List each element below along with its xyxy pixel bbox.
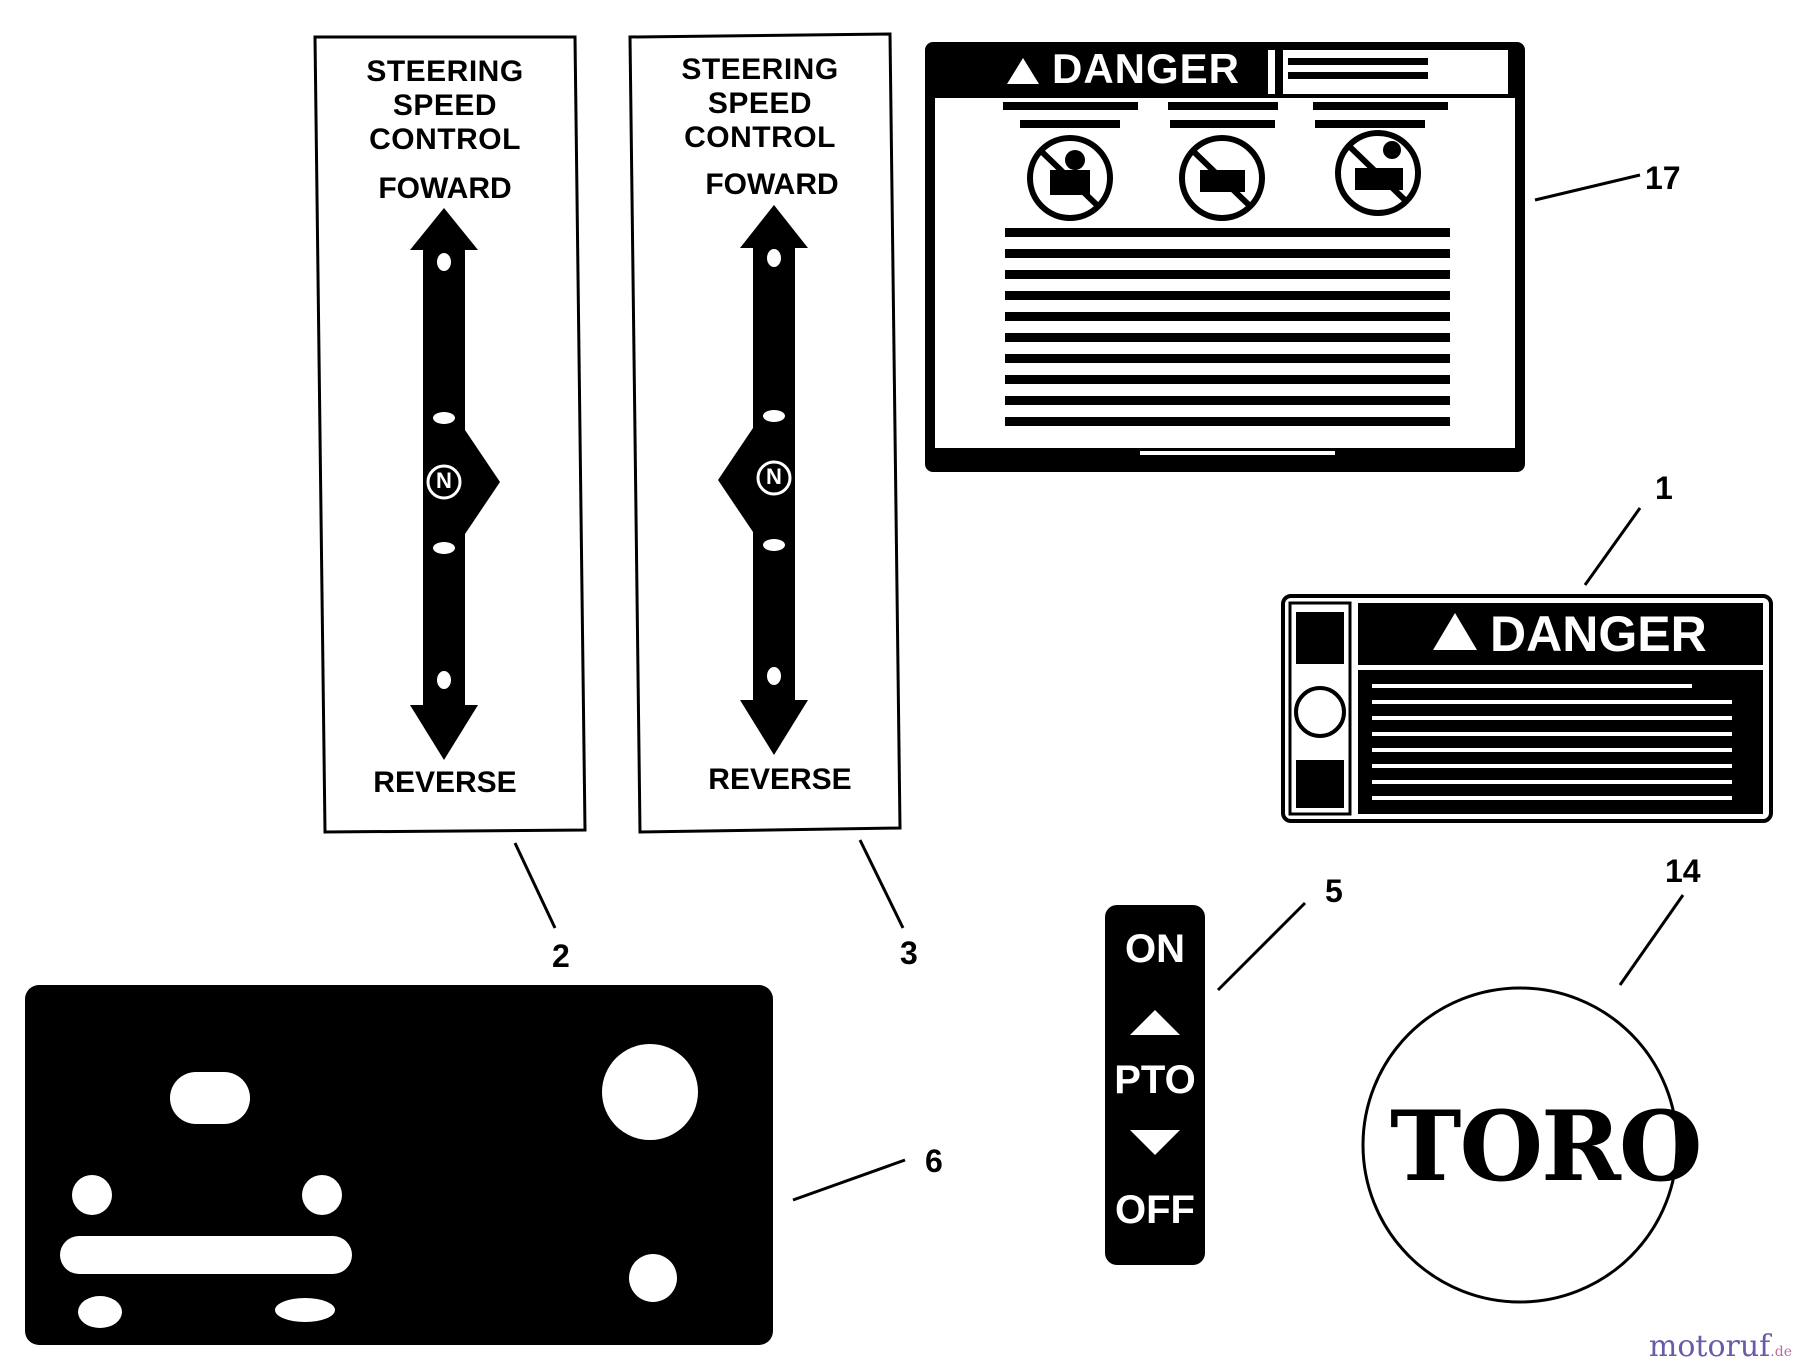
rabbit-icon: [767, 249, 781, 267]
leader-line-14: [1618, 894, 1685, 986]
steering-title: STEERING SPEED CONTROL: [660, 53, 860, 155]
watermark-main: motoruf: [1648, 1329, 1771, 1364]
reverse-label: REVERSE: [373, 766, 517, 799]
pointer-right-icon: [465, 430, 500, 534]
callout-17: 17: [1645, 160, 1681, 196]
steering-decal-left: [313, 35, 587, 834]
danger-header: DANGER: [1490, 606, 1707, 662]
neutral-label: N: [766, 464, 782, 489]
danger-decal-large: [925, 42, 1525, 472]
arrow-down-icon: [740, 700, 808, 755]
panel-decal: [25, 985, 773, 1345]
rabbit-icon: [437, 671, 451, 689]
arrow-up-icon: [1130, 1010, 1180, 1035]
leader-line-1: [1583, 507, 1642, 586]
warning-triangle-icon: [1433, 613, 1477, 650]
forward-label: FOWARD: [705, 168, 839, 201]
leader-line-2: [513, 842, 557, 929]
neutral-icon: [756, 460, 792, 496]
callout-3: 3: [900, 935, 918, 971]
foot-icon: [1296, 760, 1344, 808]
gauge-icon: [1294, 686, 1346, 738]
rabbit-icon: [437, 253, 451, 271]
callout-5: 5: [1325, 873, 1343, 909]
neutral-icon: [426, 464, 462, 500]
title-line: STEERING: [366, 55, 524, 88]
danger-header: DANGER: [1052, 45, 1241, 92]
turtle-icon: [763, 539, 785, 551]
callout-14: 14: [1665, 853, 1701, 889]
leader-line-17: [1534, 173, 1641, 202]
danger-text-lines: [1005, 228, 1450, 426]
warning-triangle-icon: [1007, 58, 1039, 84]
hand-icon: [1296, 612, 1344, 664]
callout-2: 2: [552, 938, 570, 974]
leader-line-3: [858, 839, 905, 929]
reverse-label: REVERSE: [708, 763, 852, 796]
throttle-slot: [60, 1236, 352, 1274]
title-line: STEERING: [681, 53, 839, 86]
steering-title: STEERING SPEED CONTROL: [345, 55, 545, 157]
turtle-icon: [275, 1298, 335, 1322]
turtle-icon: [433, 542, 455, 554]
no-tractor-icon: [1335, 130, 1421, 216]
watermark-suffix: .de: [1770, 1344, 1792, 1360]
no-mower-icon: [1179, 135, 1265, 221]
callout-1: 1: [1655, 470, 1673, 506]
neutral-label: N: [436, 468, 452, 493]
arrow-up-icon: [740, 205, 808, 248]
large-opening: [602, 1044, 698, 1140]
slot-opening: [170, 1072, 250, 1124]
turtle-icon: [433, 412, 455, 424]
arrow-down-icon: [1130, 1130, 1180, 1155]
pointer-left-icon: [718, 428, 753, 532]
watermark: motoruf.de: [1649, 1329, 1792, 1364]
callout-6: 6: [925, 1143, 943, 1179]
arrow-up-icon: [410, 208, 478, 250]
rabbit-icon: [78, 1296, 122, 1328]
title-line: CONTROL: [684, 121, 836, 154]
leader-line-6: [792, 1158, 906, 1202]
forward-label: FOWARD: [378, 172, 512, 205]
steering-decal-right: [628, 32, 902, 834]
turtle-icon: [763, 410, 785, 422]
rabbit-icon: [767, 667, 781, 685]
pto-decal: [1105, 905, 1205, 1265]
title-line: SPEED: [392, 89, 498, 122]
pto-off-label: OFF: [1115, 1188, 1195, 1232]
title-line: SPEED: [707, 87, 813, 120]
toro-logo-text: TORO: [1390, 1090, 1702, 1203]
pto-label: PTO: [1114, 1058, 1196, 1102]
arrow-down-icon: [410, 705, 478, 760]
no-rider-icon: [1027, 135, 1113, 221]
leader-line-5: [1216, 901, 1307, 992]
title-line: CONTROL: [369, 123, 521, 156]
danger-decal-small: [1281, 594, 1773, 823]
toro-logo-decal: [1361, 986, 1679, 1304]
pto-on-label: ON: [1125, 927, 1185, 971]
